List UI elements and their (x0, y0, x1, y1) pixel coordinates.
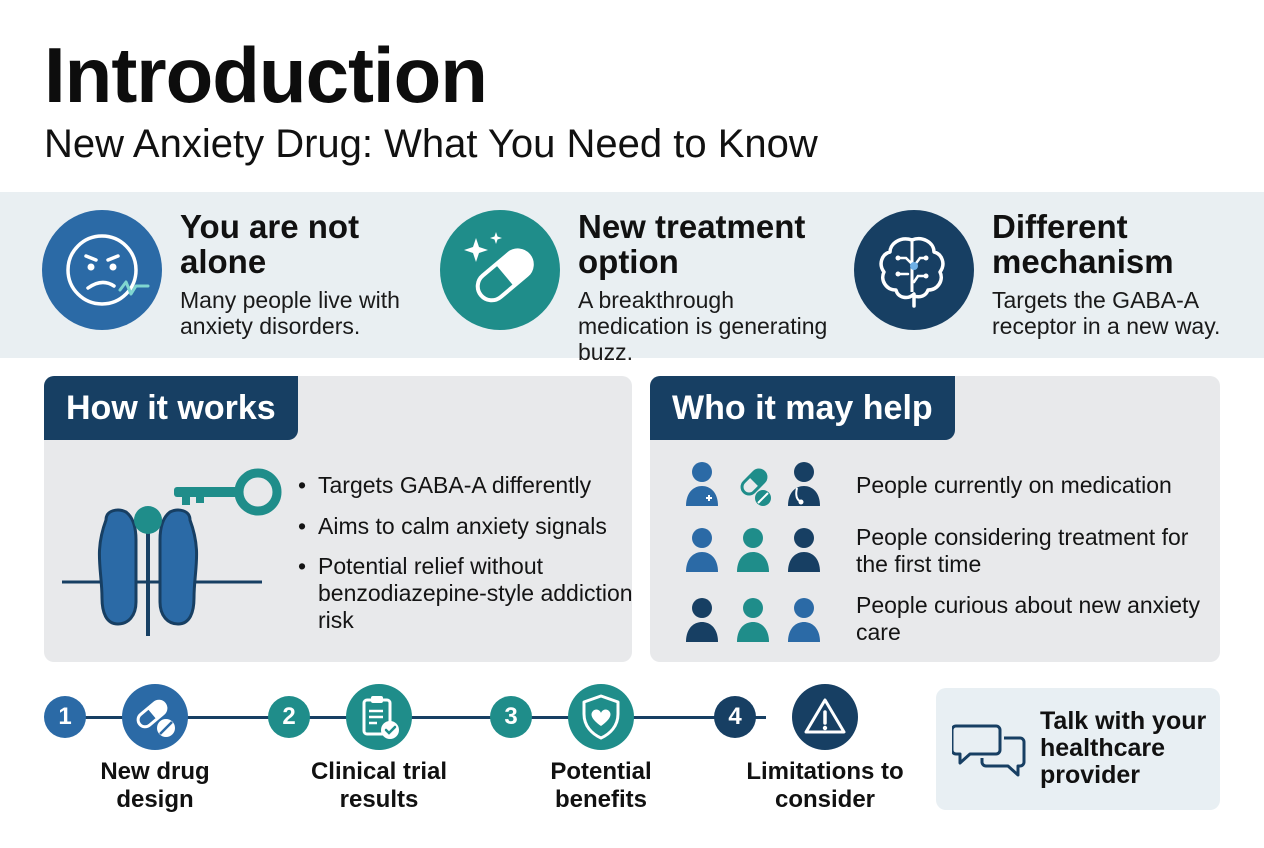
brain-icon (854, 210, 974, 330)
timeline-line (66, 716, 766, 719)
patient-pill-doctor-icon (686, 462, 820, 506)
list-item: People curious about new anxiety care (680, 592, 1220, 650)
help-group-label: People currently on medication (856, 472, 1172, 498)
clipboard-check-icon (346, 684, 412, 750)
people-group-icon (686, 528, 820, 572)
step-label: Clinical trial results (310, 758, 448, 813)
feature-title: You are not alone (180, 208, 360, 280)
page-subtitle: New Anxiety Drug: What You Need to Know (44, 122, 818, 166)
shield-heart-icon (568, 684, 634, 750)
feature-description: Targets the GABA-A receptor in a new way… (992, 287, 1221, 339)
who-it-may-help-heading: Who it may help (650, 376, 955, 440)
list-item: People considering treatment for the fir… (680, 524, 1220, 580)
list-item: Targets GABA-A differently (298, 472, 638, 499)
help-group-label: People considering treatment for the fir… (856, 524, 1189, 577)
step-number: 3 (490, 696, 532, 738)
callout-text: Talk with your healthcare provider (1040, 707, 1207, 789)
page-title: Introduction (44, 31, 488, 119)
step-label: New drug design (100, 758, 210, 813)
feature-title: New treatment option (578, 208, 806, 280)
how-it-works-heading: How it works (44, 376, 298, 440)
step-number: 1 (44, 696, 86, 738)
who-it-may-help-panel: Who it may help People currently on medi… (650, 376, 1220, 662)
warning-icon (792, 684, 858, 750)
help-group-label: People curious about new anxiety care (856, 592, 1200, 645)
step-number: 4 (714, 696, 756, 738)
how-it-works-panel: How it works Targets GABA-A differently … (44, 376, 633, 662)
feature-band (0, 192, 1264, 358)
talk-to-provider-callout: Talk with your healthcare provider (936, 688, 1220, 810)
worried-face-icon (42, 210, 162, 330)
feature-description: A breakthrough medication is generating … (578, 287, 828, 365)
feature-title: Different mechanism (992, 208, 1174, 280)
pill-icon (440, 210, 560, 330)
how-it-works-list: Targets GABA-A differently Aims to calm … (298, 472, 638, 647)
list-item: Potential relief without benzodiazepine-… (298, 553, 638, 633)
list-item: Aims to calm anxiety signals (298, 513, 638, 540)
pill-icon (122, 684, 188, 750)
receptor-key-icon (62, 468, 282, 636)
list-item: People currently on medication (680, 458, 1220, 514)
chat-bubbles-icon (952, 724, 1026, 777)
step-number: 2 (268, 696, 310, 738)
step-label: Limitations to consider (746, 758, 904, 813)
people-group-icon (686, 598, 820, 642)
step-label: Potential benefits (550, 758, 652, 813)
feature-description: Many people live with anxiety disorders. (180, 287, 400, 339)
